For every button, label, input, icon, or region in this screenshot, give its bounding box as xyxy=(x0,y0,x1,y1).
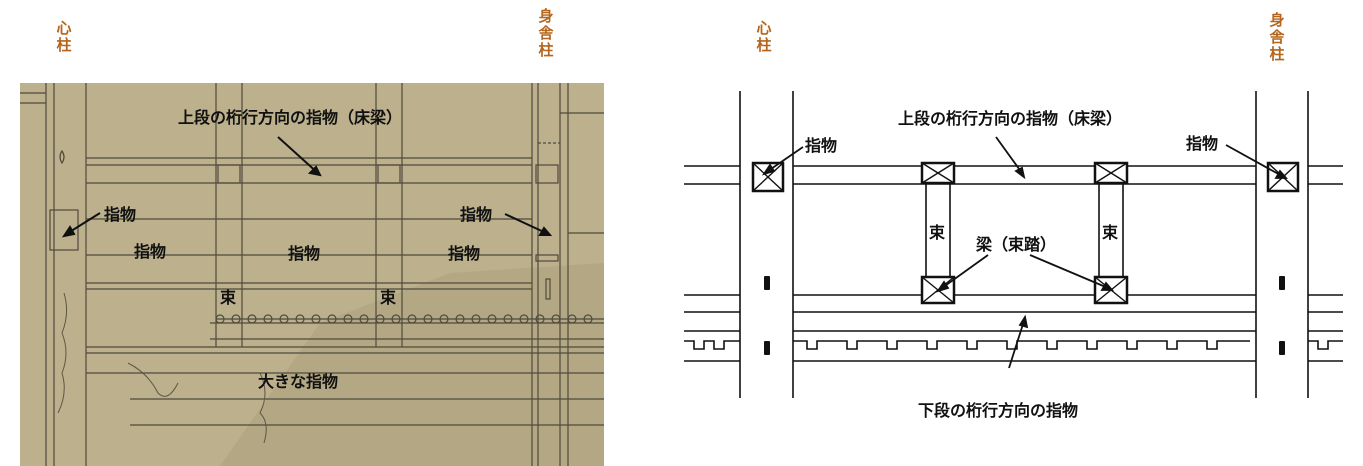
drawing-tsuka-left: 束 xyxy=(929,223,946,242)
drawing-upper-beam-label: 上段の桁行方向の指物（床梁） xyxy=(898,109,1122,128)
circle-row xyxy=(215,314,604,324)
photo-upper-beam-label: 上段の桁行方向の指物（床梁） xyxy=(178,108,402,127)
drawing-sashimono-right: 指物 xyxy=(1186,134,1218,153)
photo-tsuka-right: 束 xyxy=(380,288,397,307)
drawing-panel: 上段の桁行方向の指物（床梁） 指物 指物 束 束 梁（束踏） 下段の桁行方向の指… xyxy=(684,91,1343,420)
drawing-label-center-post: 心 柱 xyxy=(756,19,772,54)
paper-background xyxy=(20,83,604,466)
photo-tsuka-left: 束 xyxy=(220,288,237,307)
drawing-lower-beam-label: 下段の桁行方向の指物 xyxy=(918,401,1078,420)
drawing-label-main-post: 身 舎 柱 xyxy=(1269,11,1285,63)
photo-panel-label: 指物 xyxy=(134,242,166,261)
photo-large-sashimono: 大きな指物 xyxy=(258,372,338,391)
photo-sashimono-right: 指物 xyxy=(460,205,492,224)
photo-panel: 上段の桁行方向の指物（床梁） 指物 指物 指物 指物 指物 束 束 大きな指物 xyxy=(20,83,604,466)
drawing-tsuka-right: 束 xyxy=(1102,223,1119,242)
photo-panel-label: 指物 xyxy=(288,244,320,263)
drawing-sashimono-left: 指物 xyxy=(805,136,837,155)
drawing-beam-label: 梁（束踏） xyxy=(975,235,1056,254)
photo-panel-label: 指物 xyxy=(448,244,480,263)
photo-label-main-post: 身 舎 柱 xyxy=(538,7,554,59)
photo-label-center-post: 心 柱 xyxy=(56,19,72,54)
photo-sashimono-left: 指物 xyxy=(104,205,136,224)
